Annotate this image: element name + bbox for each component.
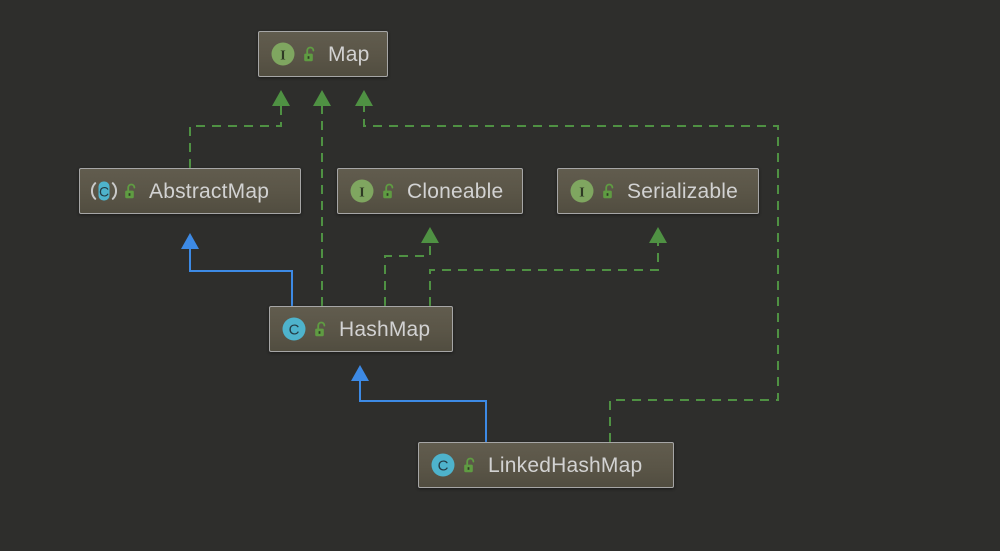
public-unlocked-icon: [464, 457, 475, 472]
class-node-label: AbstractMap: [149, 179, 270, 203]
node-icons: C: [91, 178, 139, 204]
svg-text:I: I: [579, 185, 584, 200]
svg-text:C: C: [438, 458, 449, 475]
svg-text:C: C: [99, 184, 109, 200]
arrowhead-hashmap-implements-serializable: [649, 227, 667, 243]
edge-hashmap-implements-cloneable: [384, 243, 431, 306]
arrowhead-hashmap-extends-abstractmap: [181, 233, 199, 249]
interface-icon: I: [570, 179, 594, 203]
class-node-linkedhashmap[interactable]: C LinkedHashMap: [418, 442, 674, 488]
class-node-label: Cloneable: [407, 179, 504, 203]
arrowhead-abstractmap-implements-map: [272, 90, 290, 106]
arrowhead-hashmap-implements-map: [313, 90, 331, 106]
class-icon: C: [431, 453, 455, 477]
edge-hashmap-extends-abstractmap: [189, 249, 293, 306]
arrowhead-hashmap-implements-cloneable: [421, 227, 439, 243]
node-icons: I: [349, 178, 397, 204]
class-node-label: Map: [328, 42, 370, 66]
edge-linkedhashmap-extends-hashmap: [359, 381, 487, 442]
edge-hashmap-implements-serializable: [429, 243, 659, 306]
svg-text:I: I: [359, 185, 364, 200]
edge-abstractmap-implements-map: [189, 106, 282, 168]
public-unlocked-icon: [383, 183, 394, 198]
node-icons: C: [281, 316, 329, 342]
class-icon: C: [282, 317, 306, 341]
node-icons: C: [430, 452, 478, 478]
public-unlocked-icon: [315, 321, 326, 336]
class-node-abstractmap[interactable]: C AbstractMap: [79, 168, 301, 214]
interface-icon: I: [350, 179, 374, 203]
class-node-label: Serializable: [627, 179, 738, 203]
node-icons: I: [270, 41, 318, 67]
arrowhead-linkedhashmap-implements-map: [355, 90, 373, 106]
public-unlocked-icon: [304, 46, 315, 61]
class-node-cloneable[interactable]: I Cloneable: [337, 168, 523, 214]
class-node-hashmap[interactable]: C HashMap: [269, 306, 453, 352]
svg-text:I: I: [280, 48, 285, 63]
edge-linkedhashmap-implements-map: [363, 106, 779, 442]
class-node-serializable[interactable]: I Serializable: [557, 168, 759, 214]
public-unlocked-icon: [125, 183, 136, 198]
class-node-map[interactable]: I Map: [258, 31, 388, 77]
arrowhead-linkedhashmap-extends-hashmap: [351, 365, 369, 381]
class-node-label: LinkedHashMap: [488, 453, 643, 477]
abstract-class-icon: C: [91, 181, 117, 201]
interface-icon: I: [271, 42, 295, 66]
class-node-label: HashMap: [339, 317, 431, 341]
node-icons: I: [569, 178, 617, 204]
svg-text:C: C: [289, 322, 300, 339]
public-unlocked-icon: [603, 183, 614, 198]
